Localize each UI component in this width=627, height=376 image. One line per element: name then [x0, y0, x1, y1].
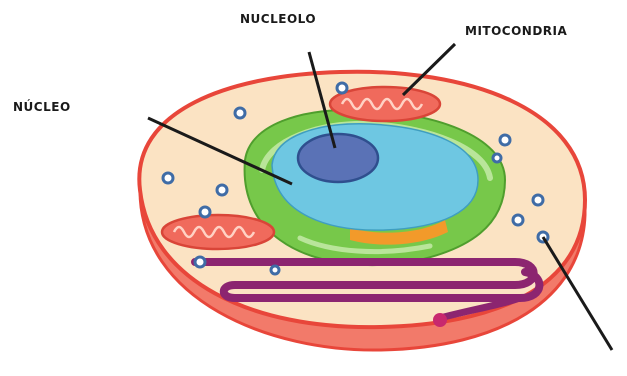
label-nucleo: NÚCLEO — [13, 100, 71, 114]
mitochondrion-left — [162, 215, 274, 249]
nucleus — [272, 124, 478, 230]
label-mitocondria: MITOCONDRIA — [465, 24, 567, 38]
label-nucleolo: NUCLEOLO — [240, 12, 316, 26]
nucleolus — [298, 134, 378, 182]
vesicle — [433, 313, 447, 327]
